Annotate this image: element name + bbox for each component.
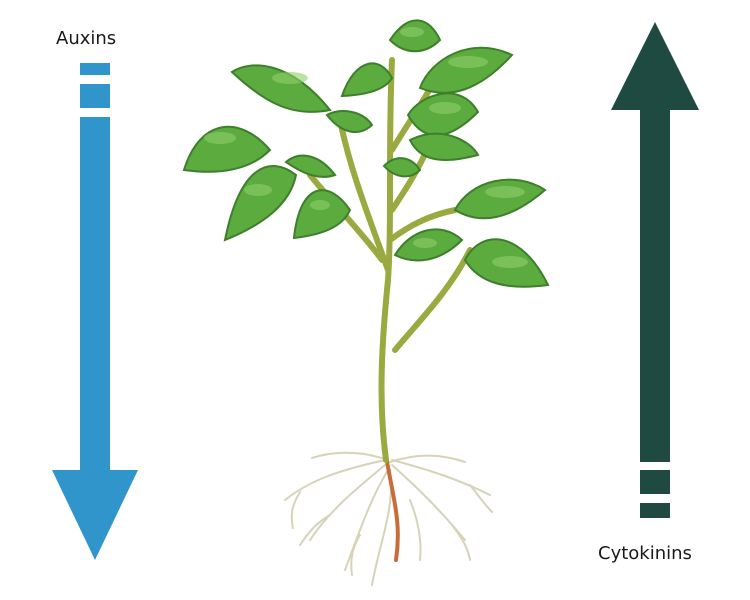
cytokinins-arrow-shaft (640, 108, 670, 462)
cytokinins-arrow-dash-2 (640, 503, 670, 518)
plant-leaves (184, 20, 548, 286)
cytokinins-arrow (611, 22, 699, 518)
cytokinins-arrow-head (611, 22, 699, 110)
auxins-arrow (52, 63, 138, 560)
auxins-arrow-head (52, 470, 138, 560)
auxins-arrow-dash-2 (80, 84, 110, 108)
auxins-arrow-dash-1 (80, 63, 110, 75)
plant-root-main (386, 455, 398, 560)
plant-illustration (184, 20, 548, 585)
auxins-arrow-shaft (80, 117, 110, 472)
cytokinins-arrow-dash-1 (640, 470, 670, 494)
